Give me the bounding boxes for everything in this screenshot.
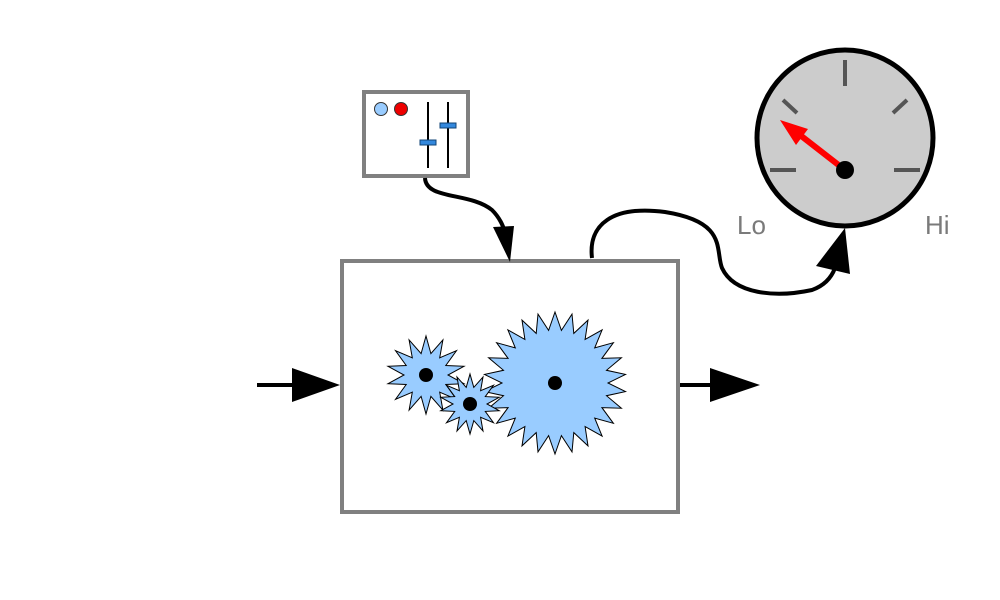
indicator-light-red	[394, 102, 408, 116]
gauge-low-label: Lo	[737, 210, 766, 240]
gauge-tick-upper-left	[781, 98, 799, 115]
gauge-high-label: Hi	[925, 210, 950, 240]
slider-knob-right	[439, 122, 457, 129]
gauge-tick-upper-right	[891, 98, 909, 115]
gear-large-icon	[482, 310, 628, 456]
gauge-pivot	[836, 161, 854, 179]
output-arrow	[678, 368, 760, 402]
control-connector-arrow	[423, 177, 514, 262]
gauge-needle	[798, 132, 847, 173]
gauge-connector-arrow	[589, 208, 850, 296]
control-panel-icon	[362, 90, 470, 178]
gauge-icon	[754, 47, 936, 229]
input-arrow	[257, 368, 340, 402]
slider-knob-left	[419, 139, 437, 146]
indicator-light-blue	[374, 102, 388, 116]
gauge-needle-tip	[780, 120, 808, 145]
gear-small-icon	[439, 372, 501, 436]
gear-medium-icon	[386, 334, 466, 416]
